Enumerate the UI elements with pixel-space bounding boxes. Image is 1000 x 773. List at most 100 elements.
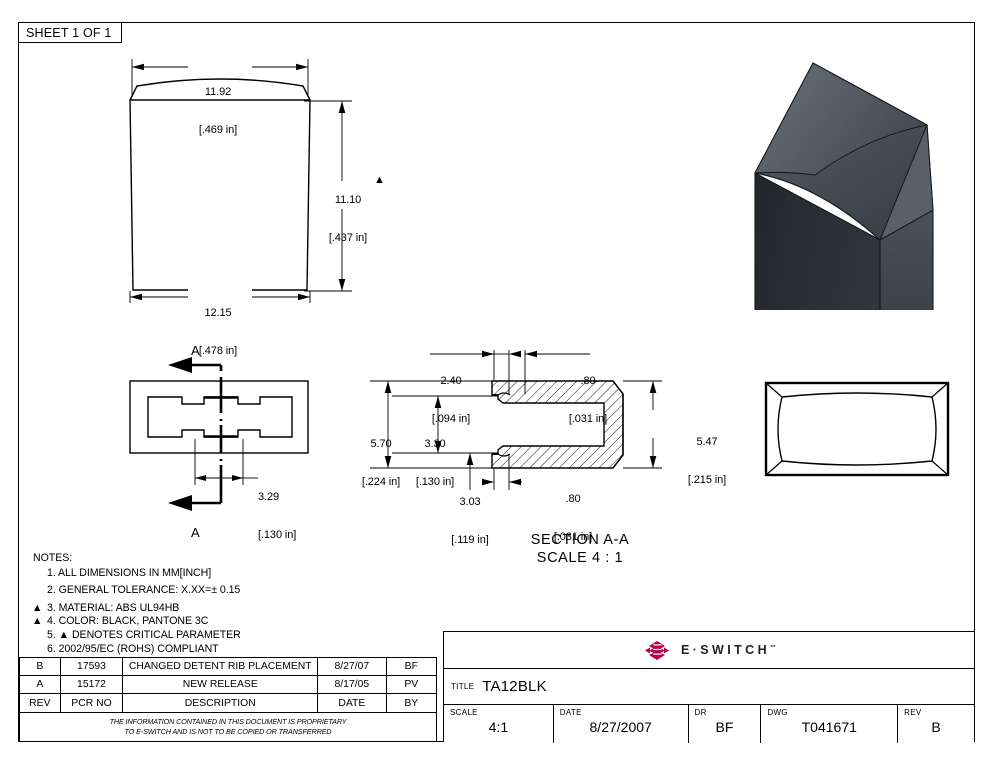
revision-table: B 17593 CHANGED DETENT RIB PLACEMENT 8/2… [19, 656, 438, 743]
note-item-5: 5. ▲ DENOTES CRITICAL PARAMETER [33, 629, 241, 643]
dim-value-inch: [.469 in] [198, 123, 238, 136]
title-row: TITLE TA12BLK [444, 669, 974, 705]
pcr-cell: 15172 [59, 675, 124, 695]
table-header-row: REV PCR NO DESCRIPTION DATE BY [19, 693, 438, 713]
table-row: A 15172 NEW RELEASE 8/17/05 PV [19, 675, 438, 695]
note-text-5: 5. ▲ DENOTES CRITICAL PARAMETER [47, 628, 241, 641]
header-by: BY [385, 693, 438, 713]
section-view-drawing [370, 350, 670, 490]
section-dim-80-bottom: .80 [.031 in] [540, 468, 606, 568]
proprietary-notice: THE INFORMATION CONTAINED IN THIS DOCUME… [19, 711, 437, 743]
date-field: DATE 8/27/2007 [554, 705, 689, 743]
critical-parameter-triangle-icon: ▲ [374, 174, 385, 186]
dim-value-inch: [.031 in] [568, 412, 608, 425]
note-text-3: 3. MATERIAL: ABS UL94HB [47, 601, 180, 614]
drawing-number-field: DWG T041671 [761, 705, 899, 743]
note-marker-4: ▲ [32, 615, 43, 628]
sheet-number-text: SHEET 1 OF 1 [26, 25, 112, 40]
desc-cell: CHANGED DETENT RIB PLACEMENT [122, 656, 319, 677]
dim-value-mm: 3.03 [459, 496, 481, 508]
dim-value-mm: 5.70 [370, 438, 392, 450]
dr-value: BF [715, 719, 734, 735]
dim-value-mm: 12.15 [204, 307, 232, 319]
proprietary-row: THE INFORMATION CONTAINED IN THIS DOCUME… [19, 711, 437, 743]
note-text-4: 4. COLOR: BLACK, PANTONE 3C [47, 615, 209, 628]
dim-value-inch: [.224 in] [361, 475, 401, 488]
rev-caption: REV [904, 708, 922, 717]
section-dim-80-top: .80 [.031 in] [555, 350, 621, 450]
dim-value-inch: [.094 in] [431, 412, 471, 425]
dr-caption: DR [694, 708, 707, 717]
scale-field: SCALE 4:1 [444, 705, 554, 743]
dim-value-mm: 5.47 [696, 436, 718, 448]
company-name: E·SWITCH™ [681, 643, 776, 657]
dim-value-inch: [.031 in] [553, 530, 593, 543]
company-logo: E·SWITCH™ [444, 632, 974, 669]
note-marker-3: ▲ [32, 601, 43, 614]
eswitch-diamond-icon [645, 640, 669, 660]
note-item-6: 6. 2002/95/EC (ROHS) COMPLIANT [33, 643, 241, 657]
section-view-title: SECTION A-A [530, 532, 630, 548]
header-pcr: PCR NO [59, 693, 124, 713]
dim-value-mm: 3.29 [258, 491, 280, 503]
trademark-symbol: ™ [770, 644, 776, 651]
section-dim-5-47: 5.47 [.215 in] [676, 411, 738, 511]
note-item-2: 2. GENERAL TOLERANCE: X.XX=± 0.15 [33, 584, 241, 598]
dim-value-mm: 11.10 [334, 194, 362, 206]
dim-value-inch: [.130 in] [415, 475, 455, 488]
section-dim-5-70: 5.70 [.224 in] [353, 413, 409, 513]
section-dim-3-03: 3.03 [.119 in] [442, 471, 498, 571]
sheet-number-tag: SHEET 1 OF 1 [19, 23, 122, 43]
dim-value-mm: 11.92 [204, 86, 232, 98]
desc-cell: NEW RELEASE [122, 675, 319, 695]
section-letter-bottom: A [191, 525, 200, 540]
dim-value-inch: [.437 in] [328, 231, 368, 244]
section-dim-2-40: 2.40 [.094 in] [418, 350, 484, 450]
title-caption: TITLE [451, 682, 475, 691]
note-item-3: ▲ 3. MATERIAL: ABS UL94HB [32, 601, 241, 616]
header-date: DATE [317, 693, 387, 713]
dwg-value: T041671 [801, 719, 857, 735]
dwg-caption: DWG [767, 708, 788, 717]
note-item-1: 1. ALL DIMENSIONS IN MM[INCH] [33, 567, 241, 581]
note-text-1: 1. ALL DIMENSIONS IN MM[INCH] [47, 566, 212, 579]
side-view-drawing [764, 381, 950, 477]
date-value: 8/27/2007 [589, 719, 652, 735]
dim-value-inch: [.478 in] [198, 344, 238, 357]
revision-field: REV B [898, 705, 974, 743]
by-cell: BF [385, 656, 438, 677]
pcr-cell: 17593 [59, 656, 124, 677]
notes-header: NOTES: [33, 552, 73, 564]
header-desc: DESCRIPTION [122, 693, 319, 713]
front-view-height-dim: 11.10 [.437 in] [318, 169, 378, 269]
note-item-4: ▲ 4. COLOR: BLACK, PANTONE 3C [32, 615, 241, 629]
company-name-text: E·SWITCH [681, 643, 770, 657]
note-text-2: 2. GENERAL TOLERANCE: X.XX=± 0.15 [47, 584, 241, 597]
dim-value-mm: 3.30 [424, 438, 446, 450]
rev-cell: A [19, 675, 61, 695]
rev-value: B [931, 719, 941, 735]
dim-value-inch: [.119 in] [451, 533, 489, 546]
dim-value-inch: [.130 in] [258, 528, 297, 541]
dim-value-mm: 2.40 [440, 375, 462, 387]
bottom-view-drawing [129, 357, 309, 511]
proprietary-line-1: THE INFORMATION CONTAINED IN THIS DOCUME… [109, 717, 347, 727]
dim-value-inch: [.215 in] [687, 473, 727, 486]
front-view-bottom-width-dim: 12.15 [.478 in] [178, 282, 258, 382]
isometric-view-drawing [754, 62, 934, 310]
by-cell: PV [385, 675, 438, 695]
date-cell: 8/17/05 [317, 675, 387, 695]
section-view-scale: SCALE 4 : 1 [536, 550, 624, 566]
front-view-drawing [129, 57, 311, 307]
title-value: TA12BLK [482, 678, 547, 695]
note-text-6: 6. 2002/95/EC (ROHS) COMPLIANT [47, 642, 219, 655]
table-row: B 17593 CHANGED DETENT RIB PLACEMENT 8/2… [19, 656, 438, 677]
rev-cell: B [19, 656, 61, 677]
front-view-height-dim-lines [304, 100, 370, 292]
scale-caption: SCALE [450, 708, 478, 717]
dim-value-mm: .80 [565, 493, 581, 505]
section-dim-3-30: 3.30 [.130 in] [407, 413, 463, 513]
front-view-top-width-dim: 11.92 [.469 in] [178, 61, 258, 161]
title-block: E·SWITCH™ TITLE TA12BLK SCALE 4:1 DATE 8… [443, 631, 974, 743]
